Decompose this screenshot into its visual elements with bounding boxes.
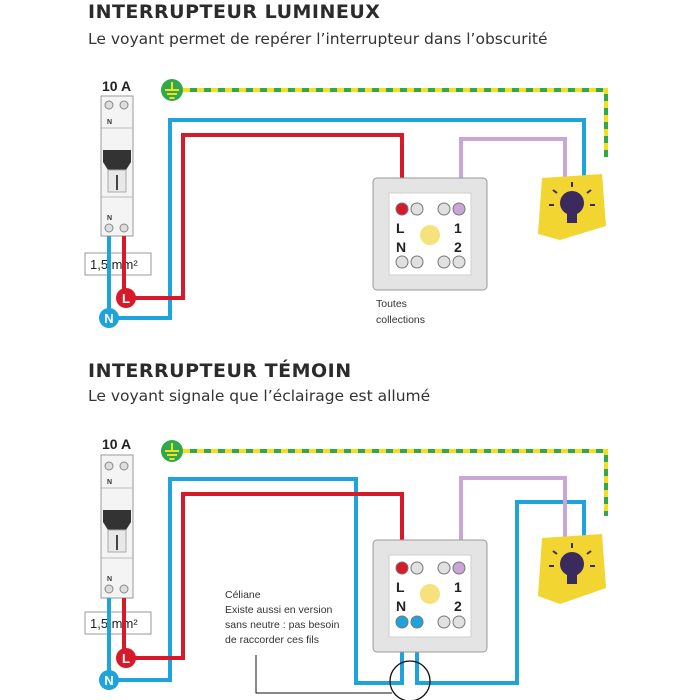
- svg-text:N: N: [104, 311, 113, 326]
- light-bulb-icon: [538, 534, 606, 604]
- breaker-rating: 10 A: [102, 436, 131, 452]
- phase-badge: [116, 288, 136, 308]
- note-line-4: de raccorder ces fils: [225, 634, 319, 646]
- terminal-1: 1: [454, 220, 462, 236]
- wire-size-box: [84, 611, 152, 635]
- terminal-l: L: [396, 220, 405, 236]
- terminal-2: 2: [454, 598, 462, 614]
- neutral-badge: [99, 308, 119, 328]
- svg-text:N: N: [104, 673, 113, 688]
- terminal-2: 2: [454, 239, 462, 255]
- neutral-badge: [99, 670, 119, 690]
- light-bulb-icon: [538, 174, 606, 240]
- breaker-bottom-label: N: [107, 576, 112, 583]
- breaker-bottom-label: N: [107, 215, 112, 222]
- earth-ground-icon: [161, 440, 183, 462]
- section1-title: INTERRUPTEUR LUMINEUX: [88, 1, 381, 23]
- terminal-n: N: [396, 598, 406, 614]
- neutral-callout-circle: [389, 660, 431, 700]
- note-line-1: Toutes: [376, 298, 407, 310]
- terminal-l: L: [396, 579, 405, 595]
- note-line-2: Existe aussi en version: [225, 604, 333, 616]
- phase-badge: [116, 648, 136, 668]
- pilot-light-indicator: [420, 225, 440, 245]
- terminal-n: N: [396, 239, 406, 255]
- earth-ground-icon: [161, 79, 183, 101]
- pilot-light-indicator: [420, 584, 440, 604]
- breaker-top-label: N: [107, 479, 112, 486]
- note-line-3: sans neutre : pas besoin: [225, 619, 340, 631]
- light-switch: L N 1 2: [372, 539, 488, 653]
- diagram-temoin: 10 A N N 1,5 mm² L: [84, 436, 608, 700]
- wire-size-label: 1,5 mm²: [90, 616, 138, 631]
- note-line-2: collections: [376, 314, 425, 326]
- section2-title: INTERRUPTEUR TÉMOIN: [88, 360, 352, 382]
- section1-subtitle: Le voyant permet de repérer l’interrupte…: [88, 30, 548, 48]
- circuit-breaker: N N: [100, 95, 134, 237]
- diagram-lumineux: 10 A N N 1,5 mm² L N: [84, 78, 608, 328]
- breaker-top-label: N: [107, 119, 112, 126]
- terminal-1: 1: [454, 579, 462, 595]
- wire-size-label: 1,5 mm²: [90, 257, 138, 272]
- breaker-rating: 10 A: [102, 78, 131, 94]
- section2-subtitle: Le voyant signale que l’éclairage est al…: [88, 387, 431, 405]
- light-switch: L N 1 2: [372, 177, 488, 291]
- svg-text:L: L: [122, 651, 130, 666]
- svg-text:L: L: [122, 291, 130, 306]
- wire-size-box: [84, 252, 152, 276]
- circuit-breaker: N N: [100, 454, 134, 599]
- note-line-1: Céliane: [225, 589, 261, 601]
- callout-leader-line: [255, 655, 392, 694]
